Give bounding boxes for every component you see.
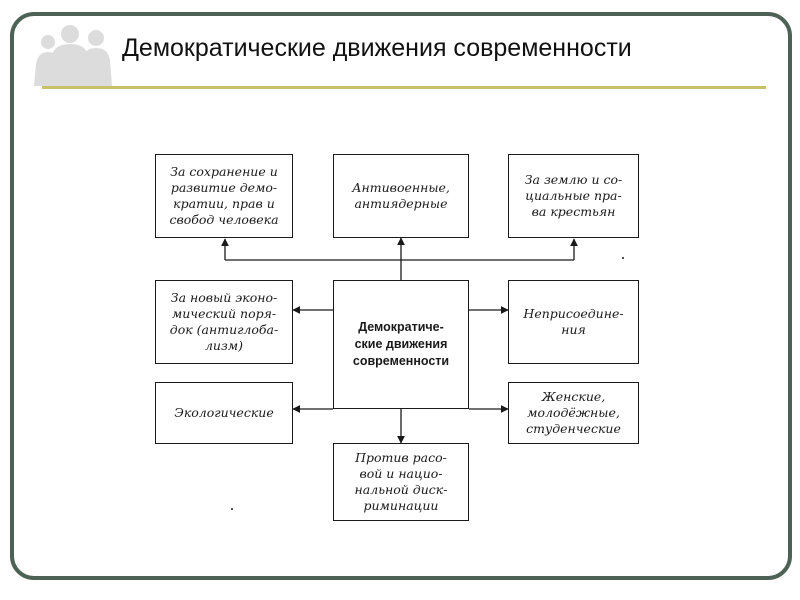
box-democracy-rights: За сохранение и развитие демо- кратии, п… (155, 154, 293, 238)
stray-dot (231, 508, 233, 510)
box-ecological: Экологические (155, 382, 293, 444)
slide-title: Демократические движения современности (122, 34, 632, 62)
title-divider (42, 86, 766, 89)
box-antiwar: Антивоенные, антиядерные (333, 154, 469, 238)
business-people-silhouette-icon (34, 25, 112, 86)
box-anti-discrimination: Против расо- вой и нацио- нальной диск- … (333, 443, 469, 521)
box-economic-order: За новый эконо- мический поря- док (анти… (155, 280, 293, 364)
box-center-democratic-movements: Демократиче- ские движения современности (333, 280, 469, 409)
box-non-alignment: Неприсоедине- ния (508, 280, 639, 364)
stray-dot (622, 257, 624, 259)
box-peasants: За землю и со- циальные пра- ва крестьян (508, 154, 639, 238)
box-women-youth: Женские, молодёжные, студенческие (508, 382, 639, 444)
